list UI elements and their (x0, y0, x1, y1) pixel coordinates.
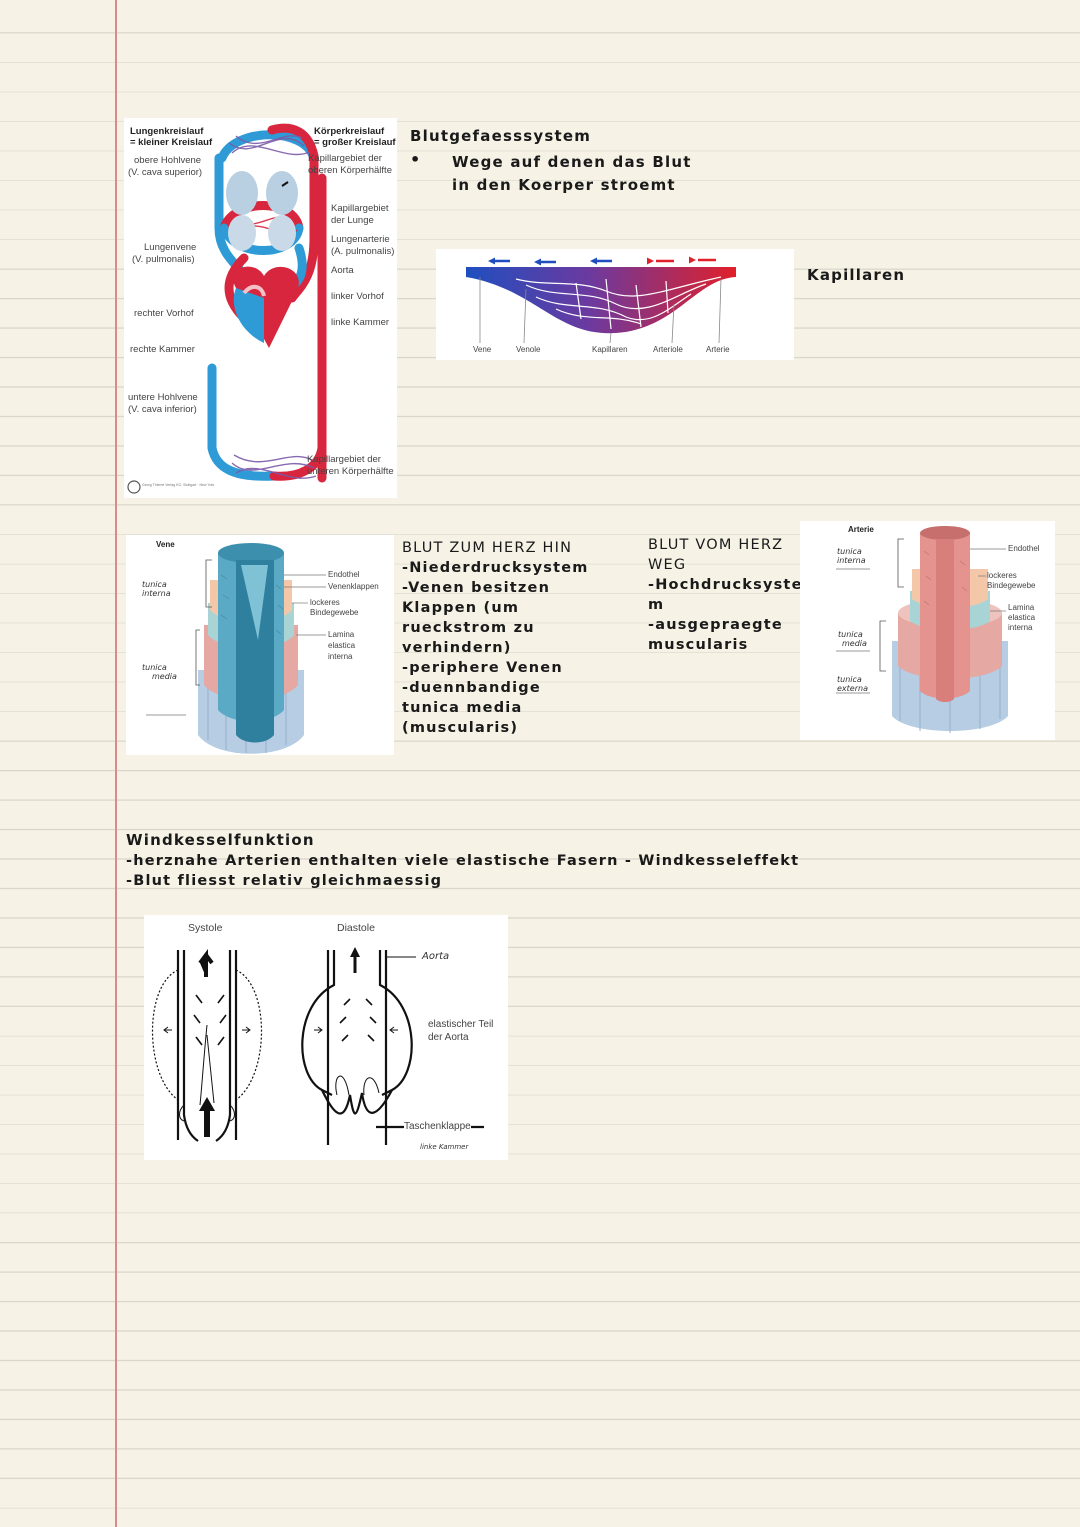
vein-label-interna: interna (328, 652, 353, 661)
artery-notes-heading: BLUT VOM HERZ (648, 537, 784, 553)
circulation-svg (127, 123, 327, 494)
vein-label-endothel: Endothel (328, 570, 360, 579)
windkessel-diagram: Systole Diastole Aorta elastischer Teil … (144, 915, 508, 1160)
capillary-label-arterie: Arterie (706, 345, 730, 354)
label-upper-vena-cava-latin: (V. cava superior) (128, 167, 203, 178)
vein-label-bindegewebe: Bindegewebe (310, 608, 359, 617)
left-subtitle: = kleiner Kreislauf (130, 137, 213, 148)
artery-svg (836, 526, 1008, 733)
artery-notes-line: m (648, 597, 665, 613)
windkessel-line-2: -Blut fliesst relativ gleichmaessig (126, 873, 443, 889)
vein-label-klappen: Venenklappen (328, 582, 379, 591)
label-lower-capillary-2: unteren Körperhälfte (307, 466, 394, 477)
right-subtitle: = großer Kreislauf (314, 137, 396, 148)
label-lower-vena-cava: untere Hohlvene (128, 392, 198, 403)
label-lung-capillary-2: der Lunge (331, 215, 374, 226)
label-left-ventricle-hw: linke Kammer (420, 1143, 469, 1151)
label-diastole: Diastole (337, 922, 375, 934)
notes-line-1: Wege auf denen das Blut (452, 153, 692, 171)
artery-diagram: Arterie Endothel lockeres Bindegewebe La… (800, 521, 1055, 740)
artery-notes: BLUT VOM HERZ WEG -Hochdrucksyste m -aus… (648, 535, 803, 655)
vein-title: Vene (156, 540, 175, 549)
label-aorta: Aorta (331, 265, 354, 276)
heading-blutgefaesssystem: Blutgefaesssystem (410, 127, 592, 145)
vein-hw-interna: interna (142, 589, 171, 598)
right-title: Körperkreislauf (314, 126, 385, 137)
artery-hw-media: media (842, 639, 867, 648)
vein-hw-media: media (152, 672, 177, 681)
label-upper-vena-cava: obere Hohlvene (134, 155, 202, 166)
label-left-atrium: linker Vorhof (331, 291, 384, 302)
vein-notes-line: (muscularis) (402, 720, 519, 736)
vein-notes: BLUT ZUM HERZ HIN -Niederdrucksystem -Ve… (402, 538, 589, 738)
label-taschenklappe: Taschenklappe (404, 1121, 471, 1132)
publisher-credit: Georg Thieme Verlag KG, Stuttgart · New … (142, 483, 215, 487)
artery-hw-tunica-3: tunica (837, 675, 862, 684)
vein-diagram: Vene Endothel Venenklappen lockeres Bind… (126, 535, 394, 755)
artery-label-interna: interna (1008, 623, 1033, 632)
capillary-label-venole: Venole (516, 345, 541, 354)
heading-kapillaren: Kapillaren (807, 266, 906, 284)
label-aorta-hw: Aorta (422, 951, 450, 962)
label-left-ventricle: linke Kammer (331, 317, 390, 328)
label-systole: Systole (188, 922, 223, 934)
label-lower-capillary: Kapillargebiet der (307, 454, 381, 465)
artery-title: Arterie (848, 525, 874, 534)
artery-hw-tunica-2: tunica (838, 630, 863, 639)
label-pulmonary-vein-latin: (V. pulmonalis) (132, 254, 195, 265)
label-upper-capillary-2: oberen Körperhälfte (308, 165, 392, 176)
vein-label-lockeres: lockeres (310, 598, 340, 607)
left-title: Lungenkreislauf (130, 126, 204, 137)
capillary-label-kapillaren: Kapillaren (592, 345, 628, 354)
artery-notes-line: WEG (648, 557, 687, 573)
capillary-label-arteriole: Arteriole (653, 345, 683, 354)
windkessel-svg (151, 947, 484, 1145)
artery-notes-line: muscularis (648, 637, 749, 653)
artery-notes-line: -ausgepraegte (648, 617, 783, 633)
vein-notes-heading: BLUT ZUM HERZ HIN (402, 540, 573, 556)
artery-hw-externa: externa (837, 684, 868, 693)
vein-hw-tunica-1: tunica (142, 580, 167, 589)
vein-notes-line: -Niederdrucksystem (402, 560, 589, 576)
capillary-diagram: Vene Venole Kapillaren Arteriole Arterie (436, 249, 794, 360)
vein-svg (146, 543, 326, 754)
label-lung-capillary: Kapillargebiet (331, 203, 389, 214)
artery-label-lockeres: lockeres (987, 571, 1017, 580)
vein-notes-line: verhindern) (402, 640, 512, 656)
label-upper-capillary: Kapillargebiet der (308, 153, 382, 164)
label-pulmonary-artery-latin: (A. pulmonalis) (331, 246, 395, 257)
artery-hw-interna: interna (837, 556, 866, 565)
label-pulmonary-artery: Lungenarterie (331, 234, 390, 245)
capillary-label-vene: Vene (473, 345, 492, 354)
vein-notes-line: -Venen besitzen (402, 580, 551, 596)
vein-hw-tunica-2: tunica (142, 663, 167, 672)
label-elastic-2: der Aorta (428, 1032, 469, 1043)
vein-notes-line: rueckstrom zu (402, 620, 535, 636)
artery-label-endothel: Endothel (1008, 544, 1040, 553)
heading-windkesselfunktion: Windkesselfunktion (126, 831, 315, 849)
label-right-ventricle: rechte Kammer (130, 344, 195, 355)
label-right-atrium: rechter Vorhof (134, 308, 194, 319)
artery-hw-tunica-1: tunica (837, 547, 862, 556)
windkessel-line-1: -herznahe Arterien enthalten viele elast… (126, 853, 800, 869)
notes-line-2: in den Koerper stroemt (452, 176, 676, 194)
label-pulmonary-vein: Lungenvene (144, 242, 197, 253)
bullet-icon: • (410, 150, 422, 169)
artery-notes-line: -Hochdrucksyste (648, 577, 803, 593)
circulation-diagram: Lungenkreislauf = kleiner Kreislauf Körp… (124, 118, 397, 498)
margin-line (115, 0, 117, 1527)
label-lower-vena-cava-latin: (V. cava inferior) (128, 404, 197, 415)
vein-notes-line: tunica media (402, 700, 523, 716)
vein-notes-line: Klappen (um (402, 600, 520, 616)
vein-label-lamina: Lamina (328, 630, 355, 639)
vein-notes-line: -duennbandige (402, 680, 541, 696)
vein-label-elastica: elastica (328, 641, 356, 650)
capillary-svg (466, 256, 736, 344)
artery-label-elastica: elastica (1008, 613, 1036, 622)
label-elastic-1: elastischer Teil (428, 1019, 494, 1030)
artery-label-lamina: Lamina (1008, 603, 1035, 612)
vein-notes-line: -periphere Venen (402, 660, 563, 676)
artery-label-bindegewebe: Bindegewebe (987, 581, 1036, 590)
